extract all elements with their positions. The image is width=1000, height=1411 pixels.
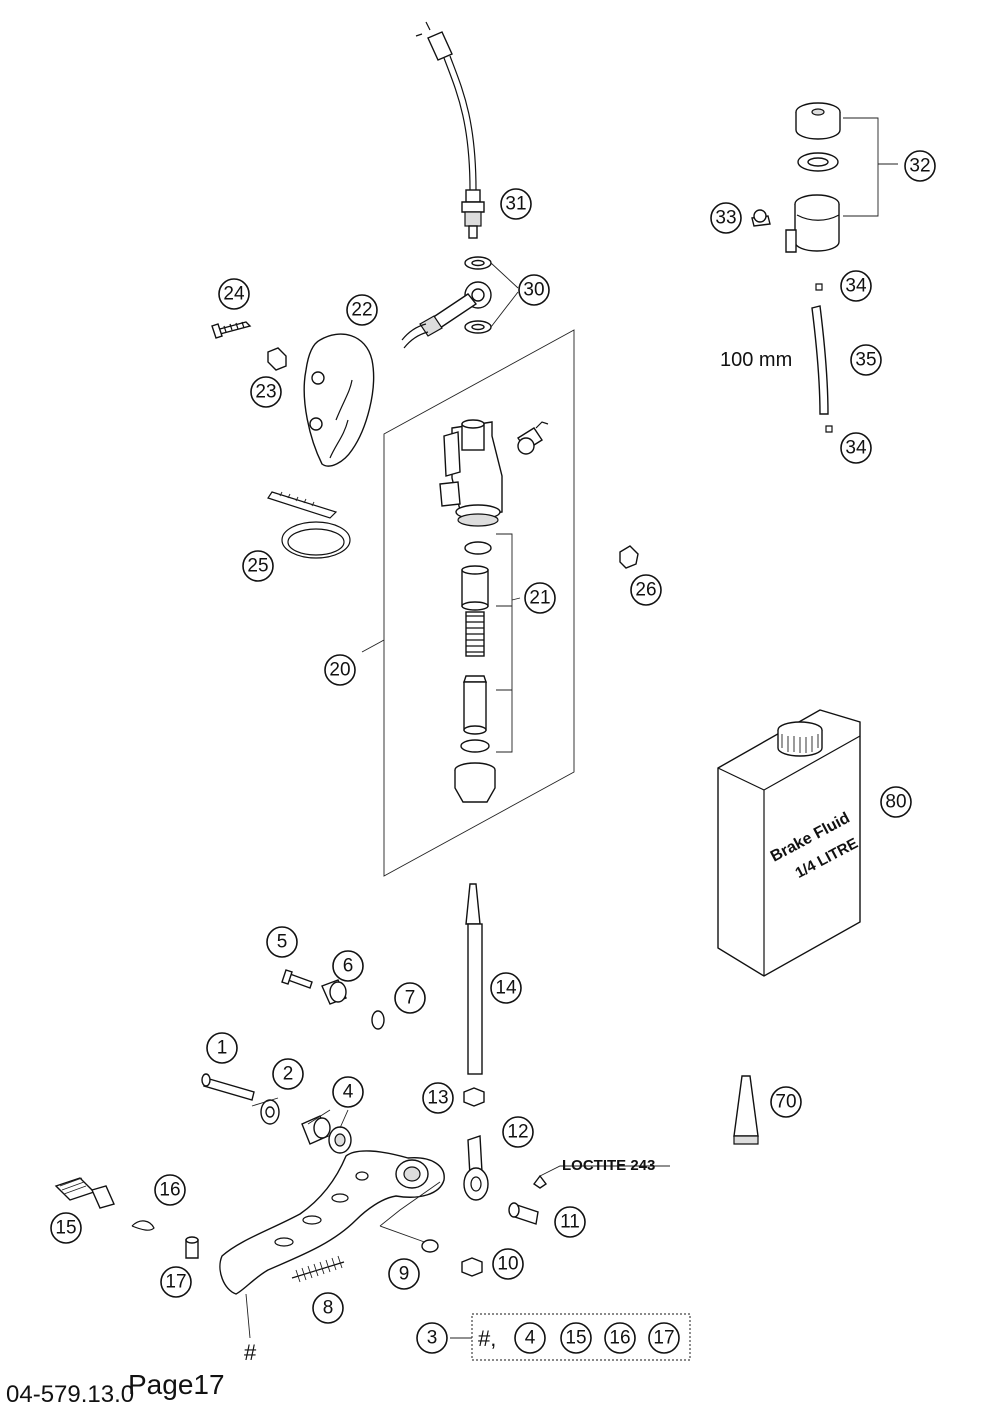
push-rod — [463, 883, 485, 1107]
svg-text:16: 16 — [159, 1180, 180, 1201]
callout-32: 32 — [904, 150, 936, 182]
brake-fluid-container — [717, 709, 861, 977]
hose-length-label: 100 mm — [720, 349, 792, 371]
svg-text:32: 32 — [909, 156, 930, 177]
pivot-bolt-parts — [201, 1073, 352, 1154]
svg-text:2: 2 — [283, 1064, 294, 1085]
small-clip-part — [619, 545, 639, 569]
callout-33: 33 — [710, 202, 742, 234]
kit-callout-4: 4 — [514, 1322, 546, 1354]
callout-6: 6 — [332, 950, 364, 982]
callout-34-top: 34 — [840, 270, 872, 302]
svg-text:4: 4 — [343, 1082, 354, 1103]
fluid-reservoir — [751, 102, 898, 433]
svg-text:10: 10 — [497, 1254, 518, 1275]
svg-text:26: 26 — [635, 580, 656, 601]
svg-text:16: 16 — [609, 1328, 630, 1349]
callout-30: 30 — [518, 274, 550, 306]
svg-text:3: 3 — [427, 1328, 438, 1349]
loctite-label: LOCTITE 243 — [562, 1157, 655, 1174]
callout-12: 12 — [502, 1116, 534, 1148]
document-code: 04-579.13.0 — [6, 1381, 134, 1408]
svg-text:17: 17 — [165, 1272, 186, 1293]
svg-text:23: 23 — [255, 382, 276, 403]
callout-22: 22 — [346, 294, 378, 326]
svg-text:8: 8 — [323, 1298, 334, 1319]
callout-11: 11 — [554, 1206, 586, 1238]
callout-20: 20 — [324, 654, 356, 686]
svg-text:7: 7 — [405, 988, 416, 1009]
svg-text:31: 31 — [505, 194, 526, 215]
hash-mark-label: # — [244, 1340, 257, 1365]
callout-15: 15 — [50, 1212, 82, 1244]
kit-callout-15: 15 — [560, 1322, 592, 1354]
svg-text:4: 4 — [525, 1328, 536, 1349]
page-number: Page17 — [128, 1369, 225, 1400]
svg-text:33: 33 — [715, 208, 736, 229]
svg-text:9: 9 — [399, 1264, 410, 1285]
callout-23: 23 — [250, 376, 282, 408]
svg-text:80: 80 — [885, 792, 906, 813]
svg-text:17: 17 — [653, 1328, 674, 1349]
svg-text:12: 12 — [507, 1122, 528, 1143]
kit-callout-17: 17 — [648, 1322, 680, 1354]
cover-and-fasteners — [211, 321, 375, 467]
callout-80: 80 — [880, 786, 912, 818]
misc-pedal-parts — [54, 1177, 199, 1259]
callout-7: 7 — [394, 982, 426, 1014]
callout-17: 17 — [160, 1266, 192, 1298]
callout-1: 1 — [206, 1032, 238, 1064]
brake-light-switch — [415, 21, 485, 239]
svg-text:14: 14 — [495, 978, 517, 999]
callout-21: 21 — [524, 582, 556, 614]
callout-14: 14 — [490, 972, 522, 1004]
clevis-parts — [463, 1135, 670, 1225]
loctite-tube — [733, 1075, 759, 1145]
callout-16: 16 — [154, 1174, 186, 1206]
callout-34-bottom: 34 — [840, 432, 872, 464]
svg-text:20: 20 — [329, 660, 350, 681]
callout-70: 70 — [770, 1086, 802, 1118]
callout-2: 2 — [272, 1058, 304, 1090]
svg-text:15: 15 — [55, 1218, 76, 1239]
callout-5: 5 — [266, 926, 298, 958]
kit-hash-prefix: #, — [478, 1326, 496, 1351]
master-cylinder-assembly — [361, 329, 575, 877]
svg-text:34: 34 — [845, 276, 867, 297]
svg-text:70: 70 — [775, 1092, 796, 1113]
callout-10: 10 — [492, 1248, 524, 1280]
callout-4: 4 — [332, 1076, 364, 1108]
callout-3: 3 — [416, 1322, 448, 1354]
svg-text:1: 1 — [217, 1038, 228, 1059]
kit-callout-16: 16 — [604, 1322, 636, 1354]
callout-13: 13 — [422, 1082, 454, 1114]
brake-pedal — [219, 1150, 445, 1339]
banjo-fitting — [401, 256, 519, 349]
svg-text:30: 30 — [523, 280, 544, 301]
svg-text:22: 22 — [351, 300, 372, 321]
callout-31: 31 — [500, 188, 532, 220]
return-spring-parts — [291, 1239, 483, 1283]
svg-text:6: 6 — [343, 956, 354, 977]
small-fasteners — [281, 969, 385, 1030]
callout-25: 25 — [242, 550, 274, 582]
callout-35: 35 — [850, 344, 882, 376]
svg-text:21: 21 — [529, 588, 550, 609]
svg-text:5: 5 — [277, 932, 288, 953]
svg-text:24: 24 — [223, 284, 245, 305]
svg-text:34: 34 — [845, 438, 867, 459]
callout-26: 26 — [630, 574, 662, 606]
callout-9: 9 — [388, 1258, 420, 1290]
cable-tie — [267, 491, 351, 559]
svg-text:35: 35 — [855, 350, 876, 371]
svg-text:13: 13 — [427, 1088, 448, 1109]
svg-text:15: 15 — [565, 1328, 586, 1349]
svg-text:25: 25 — [247, 556, 268, 577]
callout-24: 24 — [218, 278, 250, 310]
callout-8: 8 — [312, 1292, 344, 1324]
svg-text:11: 11 — [560, 1212, 580, 1233]
